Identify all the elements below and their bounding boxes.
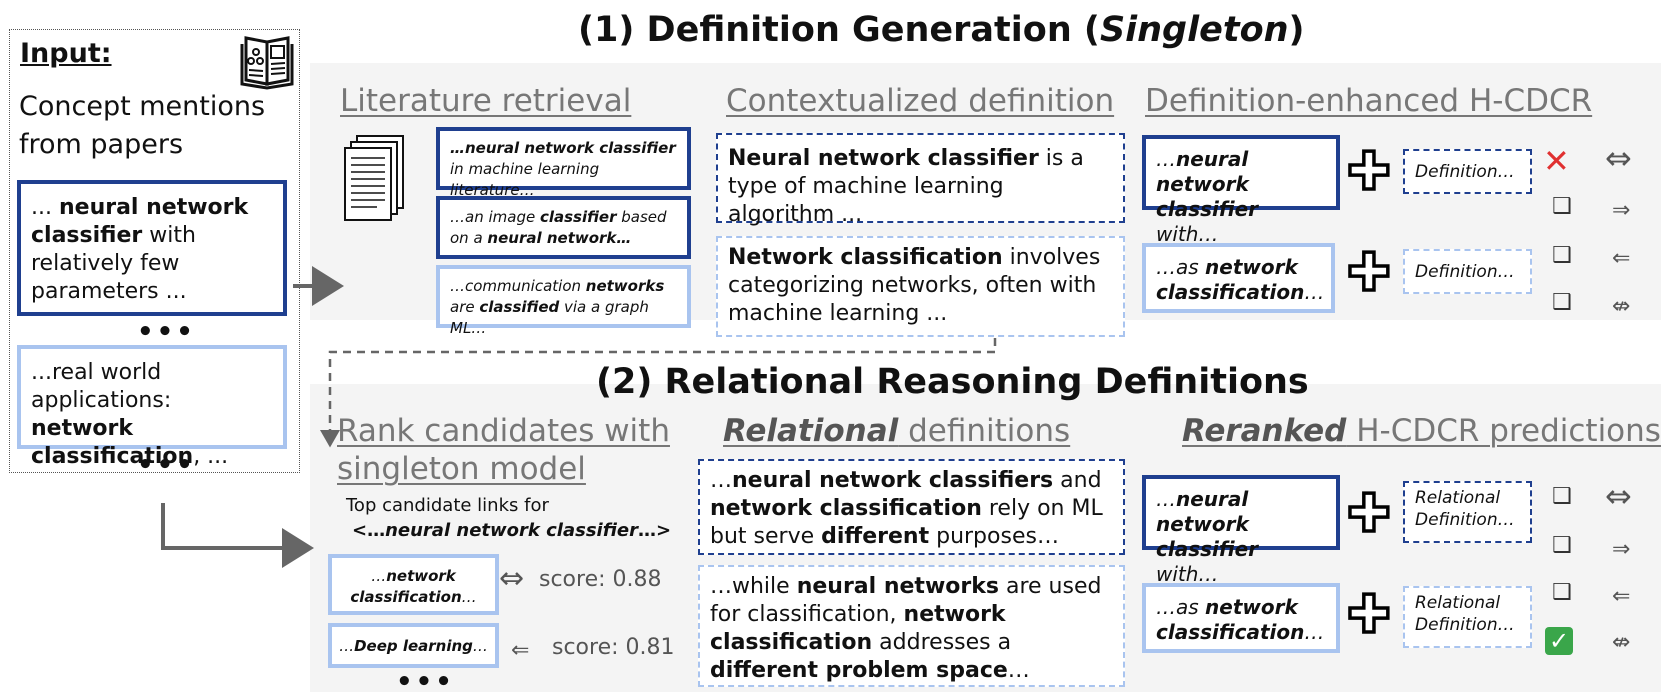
- hcdcr-mention-1: …neural network classifier with…: [1142, 135, 1340, 246]
- relational-definition-2: …while neural networks are used for clas…: [698, 565, 1125, 687]
- not-equivalent-relation-icon: ⇎: [1612, 630, 1631, 655]
- checkbox-icon: ❑: [1552, 243, 1572, 268]
- implied-by-relation-icon: ⇐: [1612, 584, 1631, 609]
- rerank-mention-1: …neural network classifier with…: [1142, 475, 1340, 586]
- relational-definition-placeholder-1: Relational Definition…: [1403, 481, 1532, 543]
- definition-placeholder-1: Definition…: [1403, 149, 1532, 194]
- not-equivalent-relation-icon: ⇎: [1612, 294, 1631, 319]
- lit-snippet-2: …an image classifier based on a neural n…: [436, 196, 691, 259]
- section-reranked-predictions: Reranked H-CDCR predictions: [1182, 413, 1661, 449]
- ellipsis-dots: •••: [137, 450, 196, 480]
- context-definition-1: Neural network classifier is a type of m…: [716, 133, 1125, 227]
- plus-icon: ✚: [1345, 142, 1392, 202]
- checkbox-icon: ❑: [1552, 290, 1572, 315]
- checkbox-icon: ❑: [1552, 580, 1572, 605]
- check-mark-icon: ✓: [1545, 627, 1573, 655]
- relational-definition-1: …neural network classifiers and network …: [698, 459, 1125, 555]
- equivalent-relation-icon: ⇔: [1605, 477, 1632, 515]
- mention-box-1: ... neural network classifier with relat…: [17, 180, 287, 316]
- lit-snippet-1: …neural network classifier in machine le…: [436, 127, 691, 199]
- section-definition-enhanced-hcdcr: Definition-enhanced H-CDCR: [1145, 83, 1593, 119]
- ellipsis-dots: •••: [396, 667, 455, 697]
- plus-icon: ✚: [1345, 484, 1392, 544]
- input-heading: Input:: [20, 38, 112, 69]
- checkbox-icon: ❑: [1552, 484, 1572, 509]
- equivalent-relation-icon: ⇔: [499, 561, 525, 596]
- dashed-connector: [320, 338, 997, 448]
- rerank-mention-2: …as network classification…: [1142, 583, 1340, 653]
- ellipsis-dots: •••: [137, 317, 196, 347]
- section-literature-retrieval: Literature retrieval: [340, 83, 632, 119]
- candidate-heading: Top candidate links for <…neural network…: [346, 495, 672, 541]
- hcdcr-mention-2: …as network classification…: [1142, 243, 1335, 313]
- checkbox-icon: ❑: [1552, 194, 1572, 219]
- relational-definition-placeholder-2: Relational Definition…: [1403, 586, 1532, 648]
- documents-icon: [344, 135, 404, 221]
- implies-relation-icon: ⇒: [1612, 537, 1631, 562]
- lit-snippet-3: …communication networks are classified v…: [436, 265, 691, 337]
- stage1-title: (1) Definition Generation (Singleton): [578, 10, 1305, 50]
- implies-relation-icon: ⇒: [1612, 198, 1631, 223]
- candidate-score-1: score: 0.88: [539, 567, 662, 592]
- arrow-icon: [161, 503, 314, 568]
- context-definition-2: Network classification involves categori…: [716, 236, 1125, 337]
- candidate-box-2: …Deep learning…: [328, 623, 499, 668]
- stage2-title: (2) Relational Reasoning Definitions: [596, 362, 1309, 402]
- definition-placeholder-2: Definition…: [1403, 249, 1532, 294]
- plus-icon: ✚: [1345, 585, 1392, 645]
- mention-box-2: ...real world applications: network clas…: [17, 345, 287, 469]
- section-contextualized-definition: Contextualized definition: [726, 83, 1115, 119]
- equivalent-relation-icon: ⇔: [1605, 139, 1632, 177]
- candidate-box-1: …network classification…: [328, 554, 499, 615]
- paper-icon: [240, 36, 294, 90]
- implied-by-relation-icon: ⇐: [511, 638, 530, 663]
- section-relational-definitions: Relational definitions: [723, 413, 1071, 449]
- plus-icon: ✚: [1345, 243, 1392, 303]
- candidate-score-2: score: 0.81: [552, 635, 675, 660]
- implied-by-relation-icon: ⇐: [1612, 246, 1631, 271]
- checkbox-icon: ❑: [1552, 533, 1572, 558]
- cross-mark-icon: ✕: [1543, 142, 1570, 180]
